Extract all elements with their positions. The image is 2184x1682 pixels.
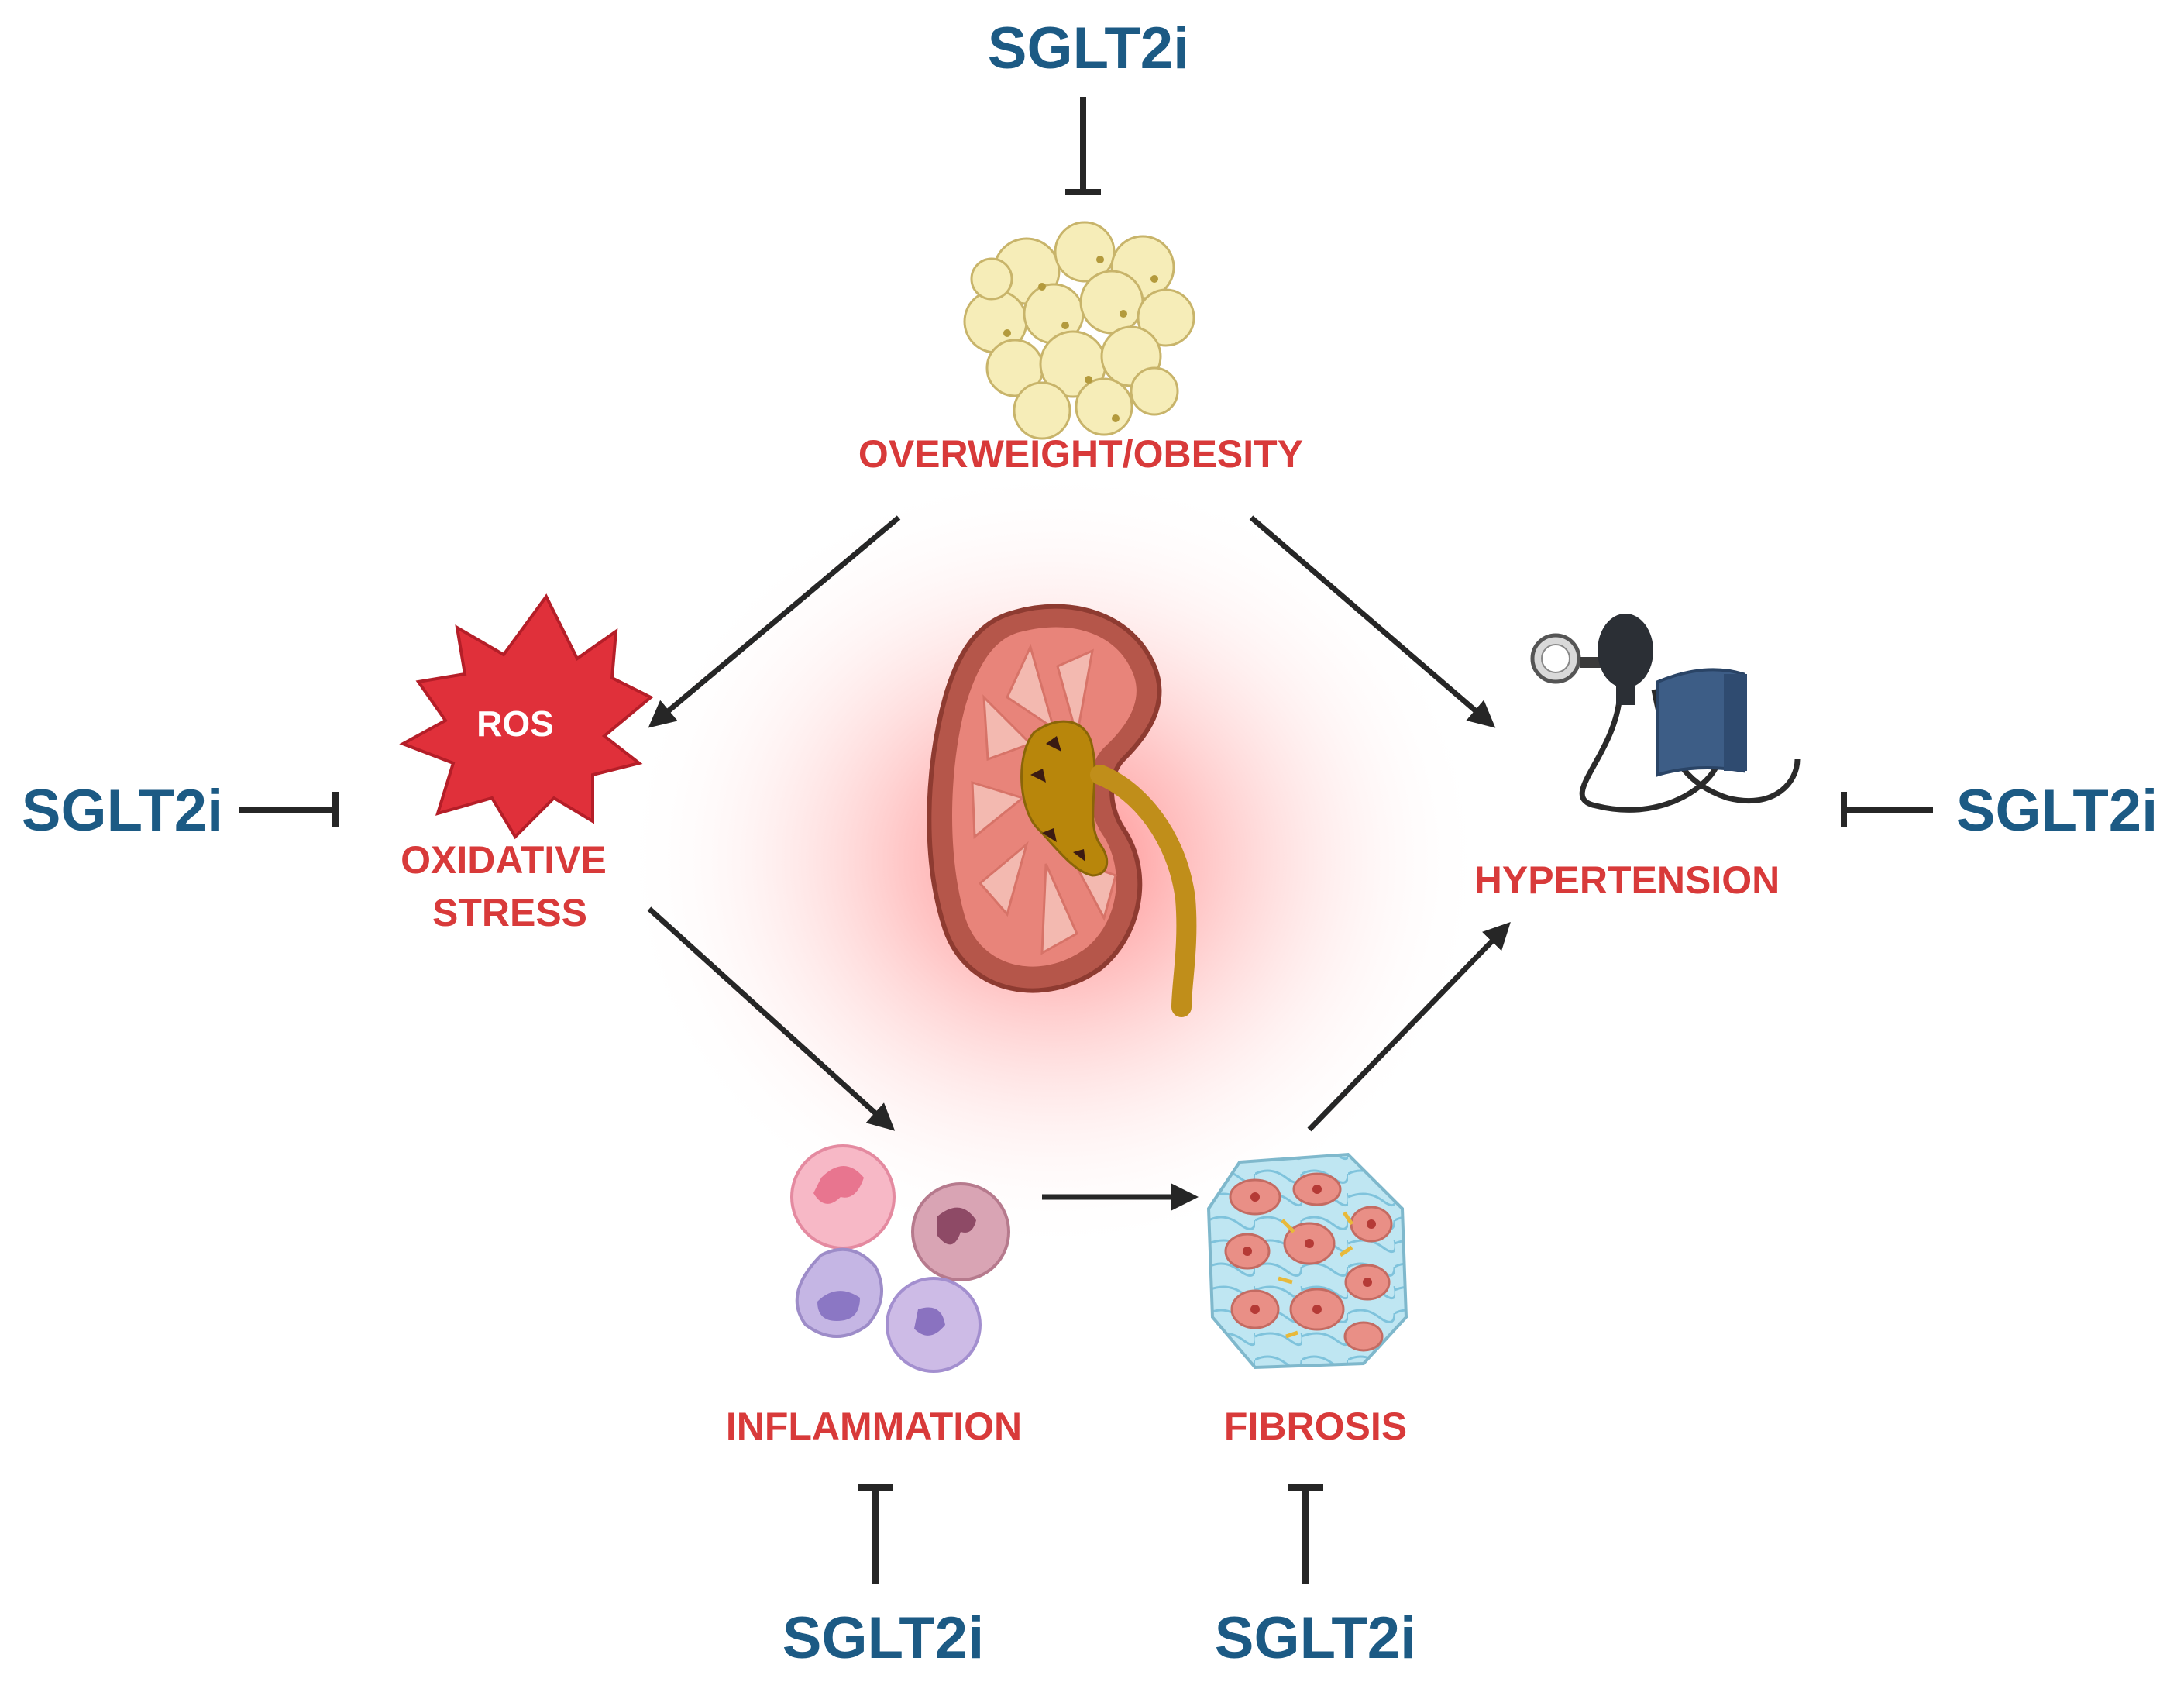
pathway-arrows [647, 515, 1511, 1211]
inhibit-right [1841, 792, 1933, 827]
inhibit-left [239, 792, 339, 827]
adipocytes-icon [963, 221, 1195, 440]
blood-pressure-monitor-icon [1530, 614, 1801, 813]
inhibit-bottom-right [1288, 1484, 1323, 1584]
oxidative-label-line2: STRESS [432, 891, 587, 934]
arrow-fibrosis-to-hypertension [1307, 921, 1511, 1132]
arrow-obesity-to-hypertension [1249, 515, 1496, 728]
sglt2i-left: SGLT2i [22, 778, 223, 844]
sglt2i-top: SGLT2i [988, 15, 1189, 81]
arrow-obesity-to-oxidative [648, 515, 901, 728]
adipocyte-nuclei [1003, 256, 1158, 422]
hypertension-label: HYPERTENSION [1474, 858, 1780, 902]
inhibition-bars [239, 97, 1933, 1584]
fibrosis-label: FIBROSIS [1224, 1405, 1407, 1448]
oxidative-label-line1: OXIDATIVE [401, 838, 607, 882]
obesity-label: OVERWEIGHT/OBESITY [858, 432, 1303, 476]
sglt2i-bottom-right: SGLT2i [1215, 1605, 1416, 1671]
kidney-icon [927, 604, 1197, 1017]
inhibit-bottom-left [858, 1484, 893, 1584]
inhibit-top [1065, 97, 1101, 195]
sglt2i-bottom-left: SGLT2i [782, 1605, 984, 1671]
ros-burst-icon [399, 593, 654, 840]
immune-cells-icon [790, 1144, 1010, 1373]
sglt2i-right: SGLT2i [1956, 778, 2158, 844]
ros-label: ROS [476, 703, 554, 744]
inflammation-label: INFLAMMATION [726, 1405, 1022, 1448]
fibrotic-tissue-icon [1206, 1152, 1408, 1370]
arrow-oxidative-to-inflammation [647, 906, 896, 1131]
